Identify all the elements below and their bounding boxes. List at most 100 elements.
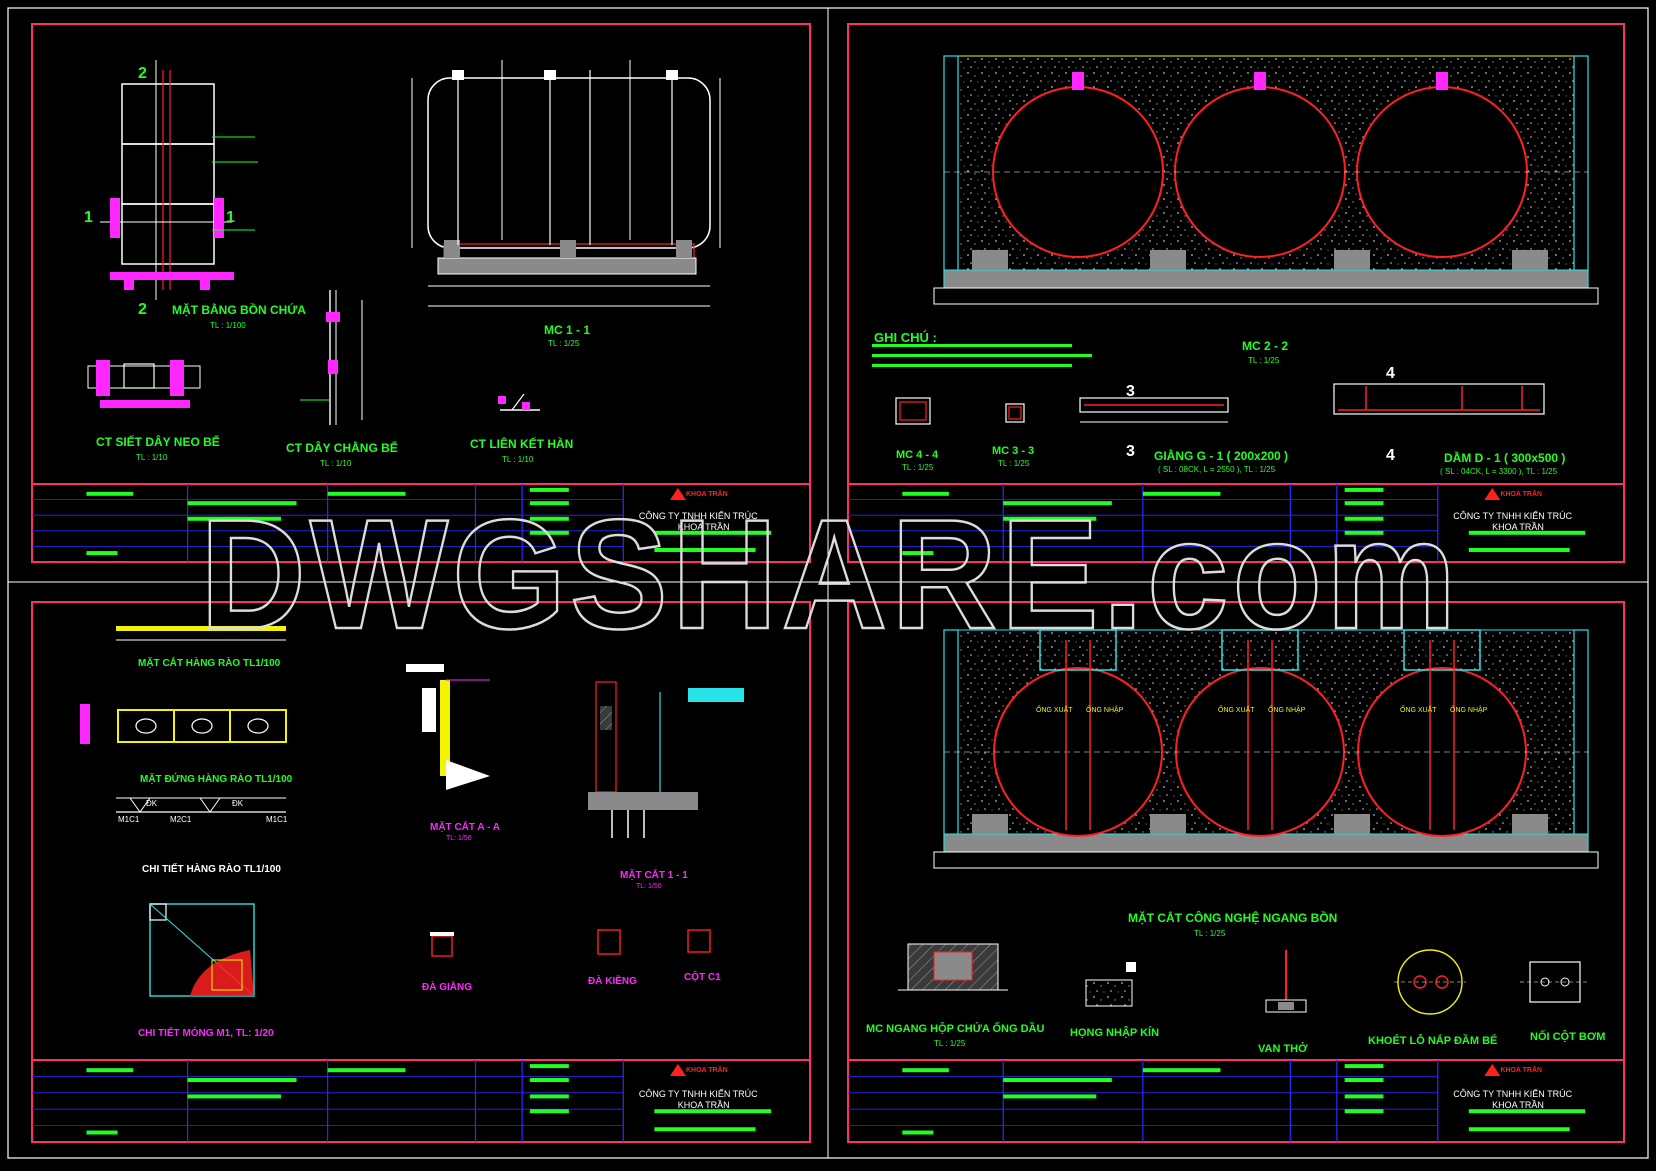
pipe-box-scale: TL : 1/25 bbox=[934, 1039, 966, 1048]
giang-g1-detail[interactable]: 3 3 bbox=[1079, 383, 1229, 460]
sheet-top-left: 2 2 1 1 MẶT BẰNG BỒN CHỨA TL : 1/100 bbox=[84, 60, 721, 468]
closed-inlet-detail[interactable] bbox=[1085, 962, 1136, 1007]
tank-plan-view[interactable]: 2 2 1 1 bbox=[84, 60, 258, 318]
ct-lien-title: CT LIÊN KẾT HÀN bbox=[470, 436, 573, 451]
title-block-text-bar bbox=[1344, 501, 1384, 506]
mc-4-4-detail[interactable] bbox=[895, 397, 931, 425]
company-logo-icon bbox=[669, 488, 686, 500]
vent-valve-detail[interactable] bbox=[1265, 950, 1307, 1013]
fence-section-title: MẶT CẮT HÀNG RÀO TL1/100 bbox=[138, 656, 281, 669]
section-2-top-label: 2 bbox=[138, 65, 147, 82]
title-block-text-bar bbox=[654, 1127, 756, 1132]
tech-section-view[interactable]: ỐNG XUẤT ỐNG NHẬP ỐNG XUẤT ỐNG NHẬP ỐNG … bbox=[933, 629, 1599, 869]
company-name-line1: CÔNG TY TNHH KIẾN TRÚC bbox=[1453, 511, 1572, 521]
fence-section[interactable] bbox=[116, 626, 286, 641]
title-block-text-bar bbox=[1344, 530, 1384, 535]
mc-1-1-scale: TL : 1/25 bbox=[548, 339, 580, 348]
company-logo-icon bbox=[1484, 488, 1501, 500]
title-block bbox=[31, 1059, 811, 1143]
title-block-text-bar bbox=[86, 551, 118, 556]
ct-day-chang-detail[interactable] bbox=[300, 290, 363, 425]
giang-title: GIẰNG G - 1 ( 200x200 ) bbox=[1154, 448, 1288, 463]
company-name-line2: KHOA TRẦN bbox=[1492, 522, 1544, 532]
title-block-text-bar bbox=[1344, 1078, 1384, 1083]
title-block-text-bar bbox=[187, 501, 297, 506]
ct-siet-title: CT SIẾT DÂY NEO BỂ bbox=[96, 434, 220, 449]
mc-1-1-elevation[interactable] bbox=[411, 60, 721, 307]
mc-2-2-scale: TL : 1/25 bbox=[1248, 356, 1280, 365]
section-1-1-fence[interactable] bbox=[588, 681, 744, 838]
ong-nhap-2: ỐNG NHẬP bbox=[1268, 704, 1306, 714]
title-block-text-bar bbox=[86, 1130, 118, 1135]
company-logo-text: KHOA TRẦN bbox=[686, 488, 728, 498]
cot-c1-detail[interactable] bbox=[687, 929, 711, 953]
title-block bbox=[847, 1059, 1625, 1143]
section-a-a[interactable] bbox=[406, 664, 490, 790]
company-name-line2: KHOA TRẦN bbox=[1492, 1100, 1544, 1110]
cover-hole-detail[interactable] bbox=[1394, 949, 1466, 1015]
dk-left: ĐK bbox=[146, 799, 158, 808]
ct-siet-day-neo-detail[interactable] bbox=[87, 360, 201, 408]
sheet-border bbox=[31, 23, 811, 563]
mc-4-4-scale: TL : 1/25 bbox=[902, 463, 934, 472]
plan-scale: TL : 1/100 bbox=[210, 321, 246, 330]
title-block-text-bar bbox=[902, 1130, 934, 1135]
mc-2-2-section[interactable] bbox=[933, 55, 1599, 305]
title-block-text-bar bbox=[187, 1094, 281, 1099]
title-block-text-bar bbox=[902, 551, 934, 556]
section-4-bottom: 4 bbox=[1386, 447, 1395, 464]
ghi-chu-lines bbox=[872, 344, 1092, 367]
title-block-text-bar bbox=[1003, 1094, 1097, 1099]
fence-elevation-title: MẶT ĐỨNG HÀNG RÀO TL1/100 bbox=[140, 772, 293, 785]
title-block-text-bar bbox=[654, 530, 772, 535]
title-block-text-bar bbox=[529, 516, 569, 521]
da-kieng-detail[interactable] bbox=[597, 929, 621, 955]
title-block-text-bar bbox=[1003, 1078, 1112, 1083]
section-3-top: 3 bbox=[1126, 383, 1135, 400]
section-1-1-fence-scale: TL: 1/50 bbox=[636, 883, 662, 890]
tech-section-scale: TL : 1/25 bbox=[1194, 929, 1226, 938]
fence-elevation[interactable] bbox=[80, 704, 287, 744]
m2c1: M2C1 bbox=[170, 815, 192, 824]
da-giang-detail[interactable] bbox=[430, 932, 454, 957]
da-kieng-title: ĐÀ KIỀNG bbox=[588, 974, 637, 987]
fence-detail[interactable]: M1C1 M2C1 M1C1 ĐK ĐK bbox=[116, 797, 288, 824]
ong-xuat-1: ỐNG XUẤT bbox=[1036, 704, 1073, 714]
title-block-text-bar bbox=[86, 491, 134, 496]
mc-3-3-detail[interactable] bbox=[1005, 403, 1025, 423]
title-block-text-bar bbox=[1344, 1109, 1384, 1114]
title-block-text-bar bbox=[529, 1064, 569, 1069]
title-block-text-bar bbox=[654, 547, 756, 552]
company-logo-text: KHOA TRẦN bbox=[1500, 488, 1542, 498]
company-logo-icon bbox=[669, 1064, 686, 1076]
company-logo-icon bbox=[1484, 1064, 1501, 1076]
ct-lien-ket-han-detail[interactable] bbox=[498, 393, 540, 411]
m1c1-left: M1C1 bbox=[118, 815, 140, 824]
title-block-text-bar bbox=[902, 491, 949, 496]
title-block-text-bar bbox=[529, 501, 569, 506]
ong-xuat-2: ỐNG XUẤT bbox=[1218, 704, 1255, 714]
footing-m1-detail[interactable] bbox=[149, 903, 255, 997]
title-block bbox=[847, 483, 1625, 563]
company-name-line2: KHOA TRẦN bbox=[678, 1100, 730, 1110]
title-block-text-bar bbox=[1003, 516, 1097, 521]
title-block-text-bar bbox=[1344, 516, 1384, 521]
title-block-text-bar bbox=[327, 1068, 406, 1073]
oil-pipe-box-detail[interactable] bbox=[898, 943, 1008, 991]
section-a-a-scale: TL: 1/50 bbox=[446, 835, 472, 842]
company-name-line1: CÔNG TY TNHH KIẾN TRÚC bbox=[639, 1089, 758, 1099]
title-block-text-bar bbox=[654, 1109, 772, 1114]
title-block bbox=[31, 483, 811, 563]
pump-column-detail[interactable] bbox=[1520, 961, 1590, 1003]
mc-3-3-title: MC 3 - 3 bbox=[992, 445, 1034, 457]
title-block-text-bar bbox=[187, 1078, 297, 1083]
ct-siet-scale: TL : 1/10 bbox=[136, 453, 168, 462]
dam-d1-detail[interactable]: 4 4 bbox=[1333, 365, 1545, 464]
ct-lien-scale: TL : 1/10 bbox=[502, 455, 534, 464]
ong-nhap-3: ỐNG NHẬP bbox=[1450, 704, 1488, 714]
ct-day-title: CT DÂY CHẰNG BỂ bbox=[286, 440, 398, 455]
cover-hole-title: KHOÉT LỖ NẮP ĐẦM BỂ bbox=[1368, 1034, 1497, 1047]
pipe-box-title: MC NGANG HỘP CHỨA ỐNG DẦU bbox=[866, 1021, 1044, 1035]
